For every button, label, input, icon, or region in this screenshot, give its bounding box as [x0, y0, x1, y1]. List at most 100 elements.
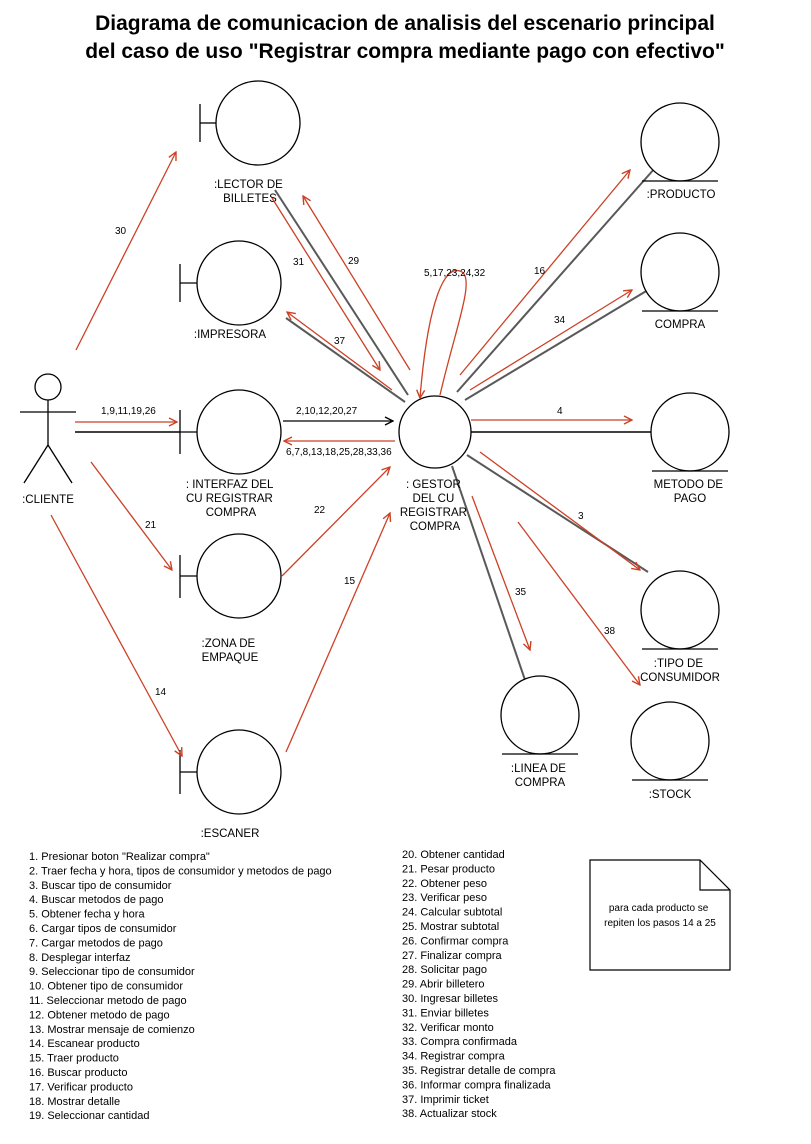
entity-linea	[500, 675, 580, 755]
label-line: : INTERFAZ DEL	[186, 479, 274, 491]
msg-label-1: 1,9,11,19,26	[101, 406, 156, 417]
entity-circle	[640, 232, 720, 312]
label-line: :TIPO DE	[654, 658, 704, 670]
actor-right-leg	[47, 444, 73, 484]
label-line: COMPRA	[655, 319, 706, 331]
entity-circle	[640, 570, 720, 650]
label-line: :PRODUCTO	[647, 189, 716, 201]
boundary-escaner	[179, 729, 282, 815]
step-item: 28. Solicitar pago	[402, 964, 487, 976]
diagram-title-line1: Diagrama de comunicacion de analisis del…	[95, 12, 715, 35]
msg-label-14: 14	[155, 687, 167, 698]
msg-arrow-30	[75, 152, 176, 351]
entity-circle	[630, 701, 710, 781]
msg-label-21: 21	[145, 520, 157, 531]
step-item: 12. Obtener metodo de pago	[29, 1009, 170, 1021]
label-line: COMPRA	[410, 521, 461, 533]
step-item: 2. Traer fecha y hora, tipos de consumid…	[29, 865, 332, 877]
steps-list-left: 1. Presionar boton "Realizar compra"2. T…	[29, 851, 332, 1122]
label-line: BILLETES	[223, 193, 277, 205]
label-line: PAGO	[674, 493, 706, 505]
boundary-impresora	[179, 240, 282, 326]
actor-label: :CLIENTE	[22, 494, 74, 506]
message-labels: 30 31 29 37 5,17,23,24,32 16 34 1,9,11,1…	[101, 226, 616, 698]
step-item: 19. Seleccionar cantidad	[29, 1110, 149, 1122]
step-item: 5. Obtener fecha y hora	[29, 909, 145, 921]
entity-circle	[650, 392, 730, 472]
entity-circle	[500, 675, 580, 755]
msg-arrow-31	[271, 197, 380, 370]
label-line: :LINEA DE	[511, 763, 566, 775]
msg-label-29: 29	[348, 256, 360, 267]
step-item: 8. Desplegar interfaz	[29, 952, 131, 964]
msg-arrow-37	[287, 312, 393, 391]
label-line: :LECTOR DE	[214, 179, 283, 191]
label-tipo: :TIPO DE CONSUMIDOR	[640, 658, 720, 684]
msg-label-2: 2,10,12,20,27	[296, 406, 358, 417]
note-shape	[589, 859, 731, 971]
msg-arrow-21	[90, 461, 172, 570]
label-line: METODO DE	[654, 479, 724, 491]
msg-arrow-14	[50, 514, 182, 756]
step-item: 10. Obtener tipo de consumidor	[29, 981, 183, 993]
step-item: 3. Buscar tipo de consumidor	[29, 880, 172, 892]
step-item: 21. Pesar producto	[402, 863, 495, 875]
step-item: 26. Confirmar compra	[402, 935, 509, 947]
boundary-circle	[196, 240, 282, 326]
label-impresora: :IMPRESORA	[194, 329, 267, 341]
msg-arrow-15	[285, 513, 390, 753]
step-item: 9. Seleccionar tipo de consumidor	[29, 966, 195, 978]
label-line: :ZONA DE	[202, 638, 256, 650]
step-item: 4. Buscar metodos de pago	[29, 894, 164, 906]
step-item: 15. Traer producto	[29, 1053, 119, 1065]
step-item: 18. Mostrar detalle	[29, 1096, 120, 1108]
step-item: 32. Verificar monto	[402, 1022, 494, 1034]
step-item: 17. Verificar producto	[29, 1081, 133, 1093]
msg-label-15: 15	[344, 576, 356, 587]
step-item: 34. Registrar compra	[402, 1051, 506, 1063]
label-interfaz: : INTERFAZ DEL CU REGISTRAR COMPRA	[186, 479, 276, 519]
step-item: 6. Cargar tipos de consumidor	[29, 923, 177, 935]
label-line: COMPRA	[515, 777, 566, 789]
label-linea: :LINEA DE COMPRA	[511, 763, 569, 789]
msg-arrow-self	[420, 269, 467, 398]
step-item: 37. Imprimir ticket	[402, 1094, 489, 1106]
entity-metodo	[650, 392, 730, 472]
label-line: CONSUMIDOR	[640, 672, 720, 684]
label-line: EMPAQUE	[202, 652, 259, 664]
step-item: 25. Mostrar subtotal	[402, 921, 499, 933]
step-item: 14. Escanear producto	[29, 1038, 140, 1050]
entity-producto	[640, 102, 720, 182]
label-line: CU REGISTRAR	[186, 493, 273, 505]
label-lector: :LECTOR DE BILLETES	[214, 179, 286, 205]
msg-label-31: 31	[293, 257, 305, 268]
msg-label-3: 3	[578, 511, 584, 522]
msg-arrow-3	[479, 451, 640, 570]
boundary-lector	[199, 80, 301, 166]
step-item: 11. Seleccionar metodo de pago	[29, 995, 187, 1007]
label-line: : GESTOR	[406, 479, 461, 491]
label-line: REGISTRAR	[400, 507, 467, 519]
link-lector-gestor	[274, 189, 409, 396]
message-arrows	[50, 152, 640, 756]
association-links	[274, 167, 656, 681]
msg-label-38: 38	[604, 626, 616, 637]
entity-tipo	[640, 570, 720, 650]
step-item: 24. Calcular subtotal	[402, 907, 502, 919]
msg-label-self: 5,17,23,24,32	[424, 268, 486, 279]
msg-label-16: 16	[534, 266, 546, 277]
label-compra: COMPRA	[655, 319, 706, 331]
step-item: 16. Buscar producto	[29, 1067, 127, 1079]
label-line: :ESCANER	[201, 828, 260, 840]
boundary-circle	[196, 533, 282, 619]
step-item: 7. Cargar metodos de pago	[29, 937, 163, 949]
step-item: 36. Informar compra finalizada	[402, 1079, 551, 1091]
msg-arrow-38	[517, 521, 640, 685]
control-gestor	[398, 395, 472, 469]
entity-circle	[640, 102, 720, 182]
boundary-circle	[196, 729, 282, 815]
link-gestor-producto	[456, 167, 656, 393]
label-line: COMPRA	[206, 507, 257, 519]
step-item: 29. Abrir billetero	[402, 979, 485, 991]
